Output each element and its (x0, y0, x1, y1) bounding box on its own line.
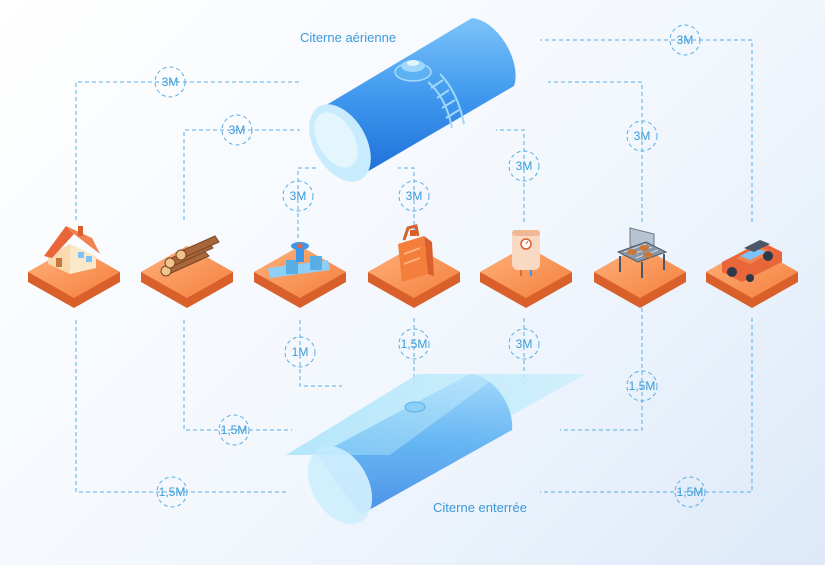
distance-badge-jerrycan-bottom: 1,5M (398, 328, 430, 360)
tile-water-heater (480, 246, 572, 308)
buried-tank-end (307, 446, 373, 524)
ground-plane-front (286, 374, 500, 455)
svg-text:3M: 3M (634, 129, 651, 143)
connector-bbq-bottom (560, 308, 643, 431)
svg-text:1,5M: 1,5M (221, 423, 248, 437)
connector-house-bottom (75, 320, 286, 493)
svg-text:1,5M: 1,5M (159, 485, 186, 499)
firewood-icon (160, 235, 220, 277)
connector-valve-bottom (299, 320, 342, 387)
svg-text:1,5M: 1,5M (401, 337, 428, 351)
distance-badge-valve-bottom: 1M (284, 336, 316, 368)
distance-badge-bbq-bottom: 1,5M (626, 370, 658, 402)
connector-bbq-top (548, 81, 643, 222)
distance-badge-car-bottom: 1,5M (674, 476, 706, 508)
buried-tank (286, 374, 586, 524)
car-icon (722, 240, 782, 282)
connector-house-top (75, 81, 302, 220)
aerial-tank (309, 18, 516, 182)
distance-badge-house-top: 3M (154, 66, 186, 98)
connector-wood-top (183, 129, 300, 220)
aerial-tank-dome-top (407, 60, 419, 66)
svg-text:1M: 1M (292, 345, 309, 359)
connector-wood-bottom (183, 320, 292, 431)
svg-text:3M: 3M (162, 75, 179, 89)
pipe-valve-icon (268, 242, 330, 278)
svg-text:3M: 3M (516, 159, 533, 173)
distance-badge-bbq-top: 3M (626, 120, 658, 152)
connector-valve-top (297, 167, 318, 238)
distance-badge-jerrycan-top: 3M (398, 180, 430, 212)
water-heater-icon (512, 230, 540, 276)
svg-text:1,5M: 1,5M (629, 379, 656, 393)
aerial-tank-end-highlight (314, 112, 358, 168)
svg-text:3M: 3M (677, 33, 694, 47)
connector-car-bottom (540, 318, 753, 493)
connector-boiler-top (496, 129, 525, 222)
aerial-tank-label: Citerne aérienne (300, 30, 396, 45)
buried-tank-hatch (404, 401, 426, 413)
distance-badge-wood-bottom: 1,5M (218, 414, 250, 446)
buried-tank-label: Citerne enterrée (433, 500, 527, 515)
distance-badge-wood-top: 3M (221, 114, 253, 146)
svg-text:3M: 3M (406, 189, 423, 203)
distance-badge-car-top: 3M (669, 24, 701, 56)
svg-text:1,5M: 1,5M (677, 485, 704, 499)
distance-badge-valve-top: 3M (282, 180, 314, 212)
svg-text:3M: 3M (516, 337, 533, 351)
house-icon (44, 226, 100, 274)
tile-firewood (141, 246, 233, 308)
aerial-tank-body (318, 18, 516, 176)
barbecue-icon (616, 227, 668, 278)
distance-badges: 3M 3M 3M 3M 3M 3M 3M 1,5M 1,5M 1M 1,5M 3… (154, 24, 706, 508)
aerial-tank-ladder (427, 73, 465, 129)
connector-lines (75, 39, 753, 493)
distance-badge-boiler-top: 3M (508, 150, 540, 182)
distance-badge-boiler-bottom: 3M (508, 328, 540, 360)
distance-badge-house-bottom: 1,5M (156, 476, 188, 508)
svg-text:3M: 3M (229, 123, 246, 137)
svg-text:3M: 3M (290, 189, 307, 203)
jerrycan-icon (398, 224, 434, 282)
connector-car-top (540, 39, 753, 222)
